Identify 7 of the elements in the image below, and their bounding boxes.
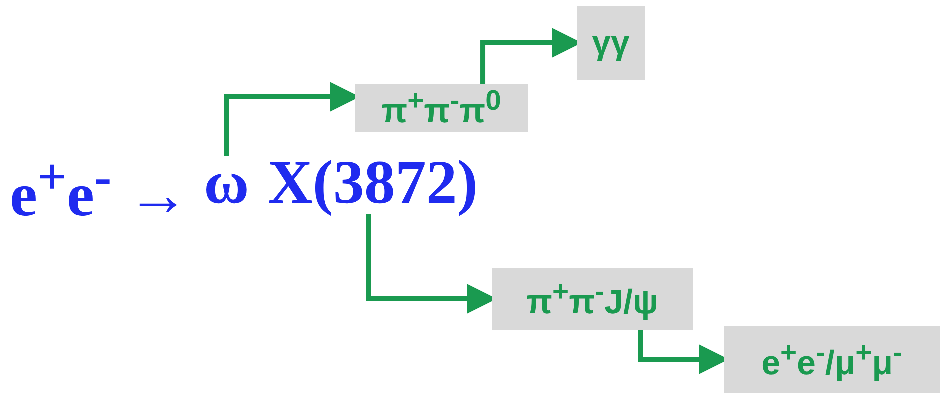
decay-product-box: γγ [577,6,645,80]
decay-product-box: π$^{+}$π$^{-}$J/ψ [492,268,693,330]
decay-product-box: e$^{+}$e$^{-}$/μ$^{+}$μ$^{-}$ [724,326,940,393]
reaction-text: e$^{+}$e$^{-}$ → [10,152,190,227]
decay-product-box: π$^{+}$π$^{-}$π$^{0}$ [355,84,528,132]
particle-label: ω [204,152,250,214]
particle-label: X(3872) [268,152,478,214]
